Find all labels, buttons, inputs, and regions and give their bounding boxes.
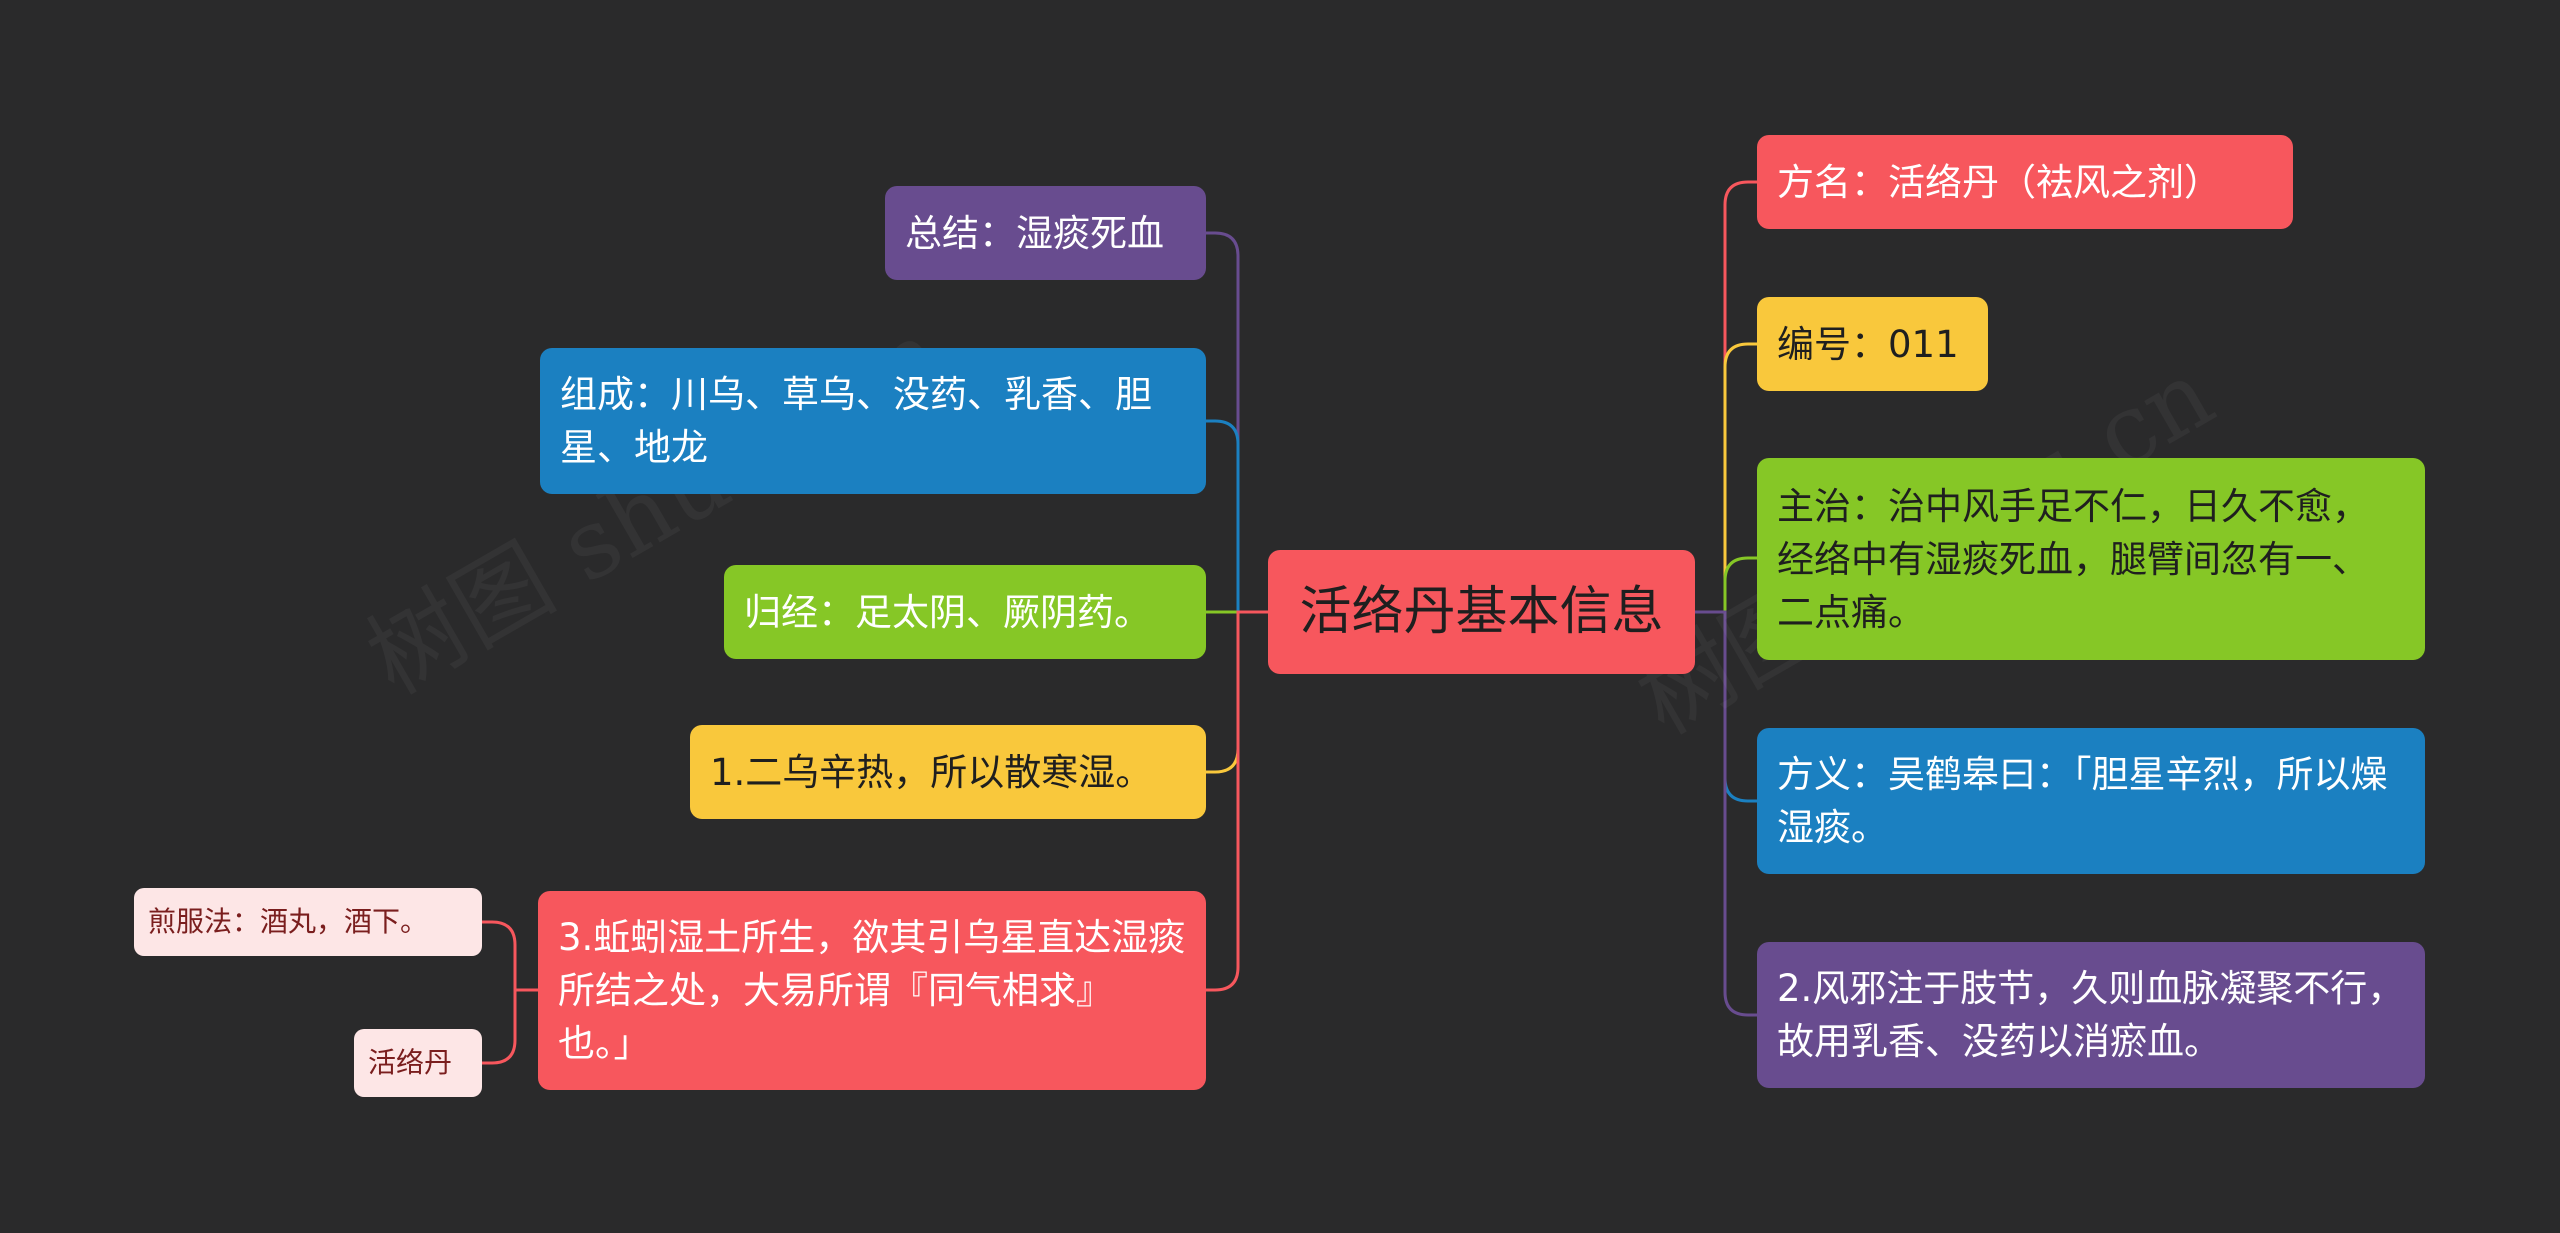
- note1-node[interactable]: 1.二乌辛热，所以散寒湿。: [690, 725, 1206, 819]
- connector-name-tag: [480, 988, 540, 1065]
- number-node[interactable]: 编号：011: [1757, 297, 1988, 391]
- number-label: 编号：011: [1777, 322, 1959, 366]
- meridian-label: 归经：足太阴、厥阴药。: [744, 590, 1151, 634]
- formula-name-label: 方名：活络丹（祛风之剂）: [1777, 160, 2221, 204]
- name-tag-label: 活络丹: [368, 1046, 453, 1079]
- connector-formula-name: [1693, 180, 1759, 614]
- decoction-node[interactable]: 煎服法：酒丸，酒下。: [134, 888, 482, 956]
- indication-node[interactable]: 主治：治中风手足不仁，日久不愈，经络中有湿痰死血，腿臂间忽有一、二点痛。: [1757, 458, 2425, 660]
- note1-label: 1.二乌辛热，所以散寒湿。: [710, 750, 1153, 794]
- root-node[interactable]: 活络丹基本信息: [1268, 550, 1695, 674]
- decoction-label: 煎服法：酒丸，酒下。: [148, 905, 429, 938]
- root-label: 活络丹基本信息: [1299, 582, 1664, 642]
- meridian-node[interactable]: 归经：足太阴、厥阴药。: [724, 565, 1206, 659]
- connector-composition: [1204, 419, 1270, 614]
- note3-label: 3.蚯蚓湿土所生，欲其引乌星直达湿痰所结之处，大易所谓『同气相求』也。」: [558, 916, 1186, 1065]
- composition-label: 组成：川乌、草乌、没药、乳香、胆星、地龙: [560, 373, 1152, 469]
- note2-node[interactable]: 2.风邪注于肢节，久则血脉凝聚不行，故用乳香、没药以消瘀血。: [1757, 942, 2425, 1088]
- indication-label: 主治：治中风手足不仁，日久不愈，经络中有湿痰死血，腿臂间忽有一、二点痛。: [1777, 484, 2369, 634]
- connector-summary: [1204, 231, 1270, 614]
- formula-name-node[interactable]: 方名：活络丹（祛风之剂）: [1757, 135, 2293, 229]
- composition-node[interactable]: 组成：川乌、草乌、没药、乳香、胆星、地龙: [540, 348, 1206, 494]
- explanation-node[interactable]: 方义：吴鹤皋曰：「胆星辛烈，所以燥湿痰。: [1757, 728, 2425, 874]
- connector-decoction: [480, 920, 540, 992]
- connector-note2: [1693, 610, 1759, 1017]
- explanation-label: 方义：吴鹤皋曰：「胆星辛烈，所以燥湿痰。: [1777, 753, 2388, 849]
- connector-indication: [1693, 556, 1759, 614]
- summary-label: 总结：湿痰死血: [905, 211, 1164, 255]
- note3-node[interactable]: 3.蚯蚓湿土所生，欲其引乌星直达湿痰所结之处，大易所谓『同气相求』也。」: [538, 891, 1206, 1090]
- name-tag-node[interactable]: 活络丹: [354, 1029, 482, 1097]
- summary-node[interactable]: 总结：湿痰死血: [885, 186, 1206, 280]
- connector-note3: [1204, 610, 1270, 992]
- connector-number: [1693, 342, 1759, 614]
- note2-label: 2.风邪注于肢节，久则血脉凝聚不行，故用乳香、没药以消瘀血。: [1777, 967, 2405, 1063]
